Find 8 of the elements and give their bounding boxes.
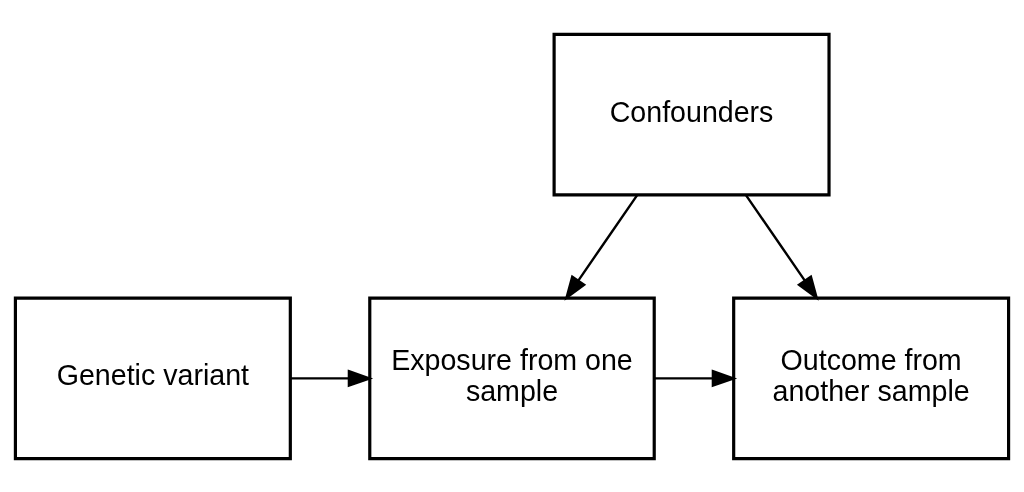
node-box: Genetic variant	[13, 296, 292, 460]
arrow	[654, 369, 738, 387]
node-box: Exposure from one sample	[368, 296, 656, 460]
node-box: Confounders	[552, 32, 831, 196]
node-box: Outcome from another sample	[732, 296, 1011, 460]
arrow	[290, 369, 374, 387]
arrow	[564, 193, 639, 301]
arrow	[744, 193, 819, 301]
